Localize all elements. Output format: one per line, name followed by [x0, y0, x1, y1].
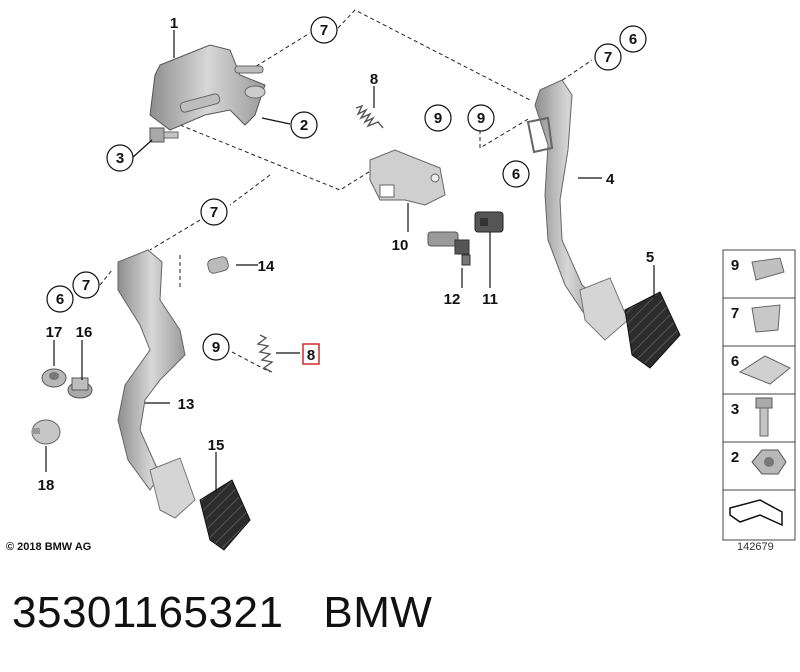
legend-panel: 9 7 6 3 2 [722, 249, 796, 541]
callout-labels: 7 7 6 2 3 9 9 6 7 7 6 9 [56, 22, 637, 356]
legend-label-9: 9 [731, 257, 739, 274]
legend-label-2: 2 [731, 449, 739, 466]
footer: 35301165321 BMW [12, 588, 432, 638]
bolt-3 [149, 127, 179, 143]
callout-7a: 7 [320, 22, 328, 39]
copyright-text: © 2018 BMW AG [6, 541, 92, 553]
label-18: 18 [38, 477, 55, 494]
legend-arrow-icon [729, 499, 783, 527]
brand: BMW [323, 588, 433, 637]
spring-8-top [355, 104, 384, 129]
clutch-pedal-13 [117, 249, 196, 519]
label-15: 15 [208, 437, 225, 454]
switch-12 [427, 231, 471, 266]
label-10: 10 [392, 237, 409, 254]
legend-nut-icon [751, 449, 787, 475]
callout-9b: 9 [477, 110, 485, 127]
label-11: 11 [482, 291, 498, 308]
label-8: 8 [370, 71, 378, 88]
callout-2: 2 [300, 117, 308, 134]
callout-3: 3 [116, 150, 124, 167]
callout-6c: 6 [56, 291, 64, 308]
brake-pad-5 [624, 291, 681, 369]
part-number: 35301165321 [12, 588, 284, 637]
callout-7b: 7 [604, 49, 612, 66]
clip-6-brake [526, 116, 554, 154]
spring-8-lower [256, 334, 274, 373]
label-12: 12 [444, 291, 461, 308]
part-labels: 1 8 4 10 12 11 5 14 13 15 17 16 18 [38, 15, 655, 494]
callout-6a: 6 [629, 31, 637, 48]
assembly-lines [99, 9, 593, 373]
callout-7d: 7 [82, 277, 90, 294]
stopper-18 [31, 419, 61, 445]
label-8-highlighted: 8 [307, 347, 315, 364]
callout-circles [46, 16, 647, 361]
label-4: 4 [606, 171, 615, 188]
label-13: 13 [178, 396, 195, 413]
clutch-pad-15 [199, 479, 251, 551]
callout-6b: 6 [512, 166, 520, 183]
highlighted-part-8[interactable]: 8 [302, 343, 320, 365]
legend-clip-icon [738, 355, 791, 385]
legend-bushing-icon [751, 257, 785, 281]
switch-11 [474, 211, 504, 233]
switch-holder-10 [369, 149, 446, 206]
label-17: 17 [46, 324, 63, 341]
label-16: 16 [76, 324, 93, 341]
leader-lines [45, 30, 655, 492]
catalog-number: 142679 [737, 541, 774, 553]
callout-9c: 9 [212, 339, 220, 356]
label-1: 1 [170, 15, 178, 32]
legend-bolt-icon [755, 397, 773, 437]
legend-label-7: 7 [731, 305, 739, 322]
callout-9a: 9 [434, 110, 442, 127]
bracket-1 [149, 44, 266, 131]
washer-17 [41, 368, 67, 388]
label-5: 5 [646, 249, 654, 266]
nut-16 [67, 377, 93, 399]
buffer-14 [207, 256, 229, 274]
legend-label-6: 6 [731, 353, 739, 370]
label-14: 14 [258, 258, 275, 275]
legend-label-3: 3 [731, 401, 739, 418]
callout-7c: 7 [210, 204, 218, 221]
legend-sleeve-icon [751, 304, 781, 333]
parts-diagram: 7 7 6 2 3 9 9 6 7 7 6 9 1 8 4 10 12 11 5… [31, 9, 796, 551]
